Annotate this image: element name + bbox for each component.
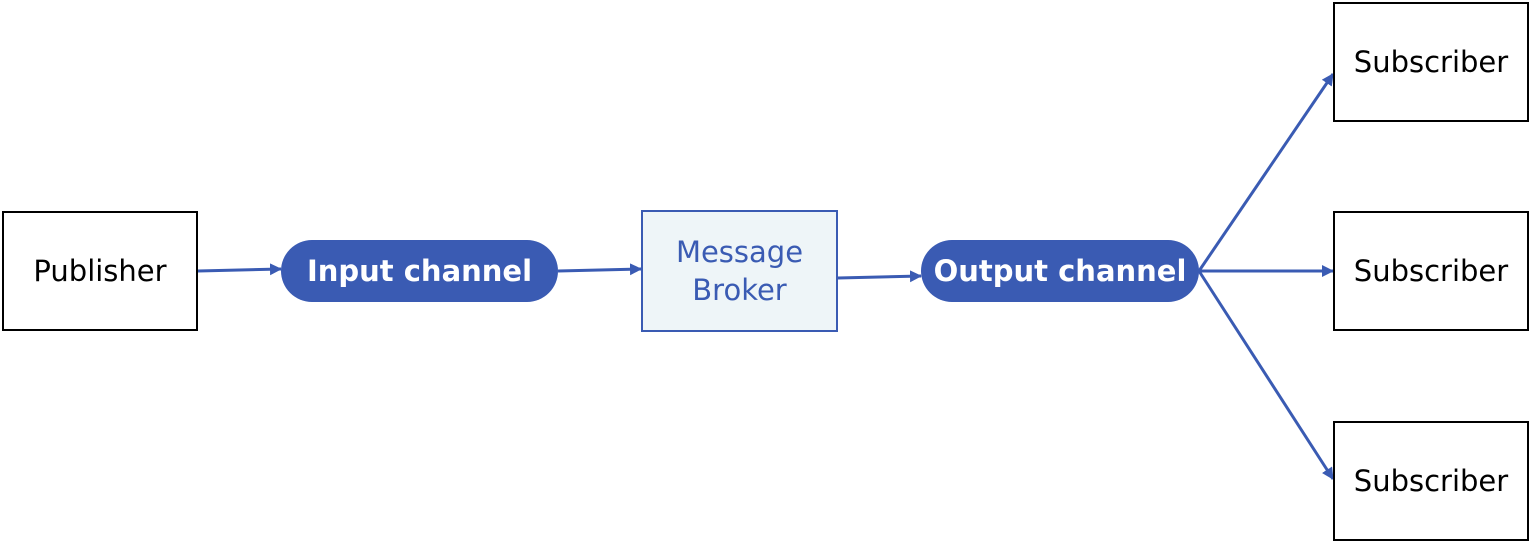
subscriber-label: Subscriber <box>1353 464 1509 498</box>
input-channel-label: Input channel <box>306 254 533 288</box>
input-channel-pill: Input channel <box>281 240 558 302</box>
output-channel-pill: Output channel <box>921 240 1199 302</box>
broker-label-line-1: Message <box>675 235 804 269</box>
subscriber-label: Subscriber <box>1353 45 1509 79</box>
output-channel-label: Output channel <box>933 254 1187 288</box>
subscriber-box-2: Subscriber <box>1333 211 1529 331</box>
arrow-output-to-subscriber-3 <box>1197 270 1335 480</box>
publisher-label: Publisher <box>33 254 167 288</box>
publisher-box: Publisher <box>2 211 198 331</box>
arrow-publisher-to-input <box>197 263 282 276</box>
arrow-output-to-subscriber-1 <box>1197 73 1335 272</box>
arrow-broker-to-output <box>837 270 922 283</box>
broker-label-line-2: Broker <box>692 273 787 307</box>
subscriber-box-3: Subscriber <box>1333 421 1529 541</box>
arrow-input-to-broker <box>557 263 642 276</box>
subscriber-label: Subscriber <box>1353 254 1509 288</box>
message-broker-box: Message Broker <box>641 210 838 332</box>
subscriber-box-1: Subscriber <box>1333 2 1529 122</box>
